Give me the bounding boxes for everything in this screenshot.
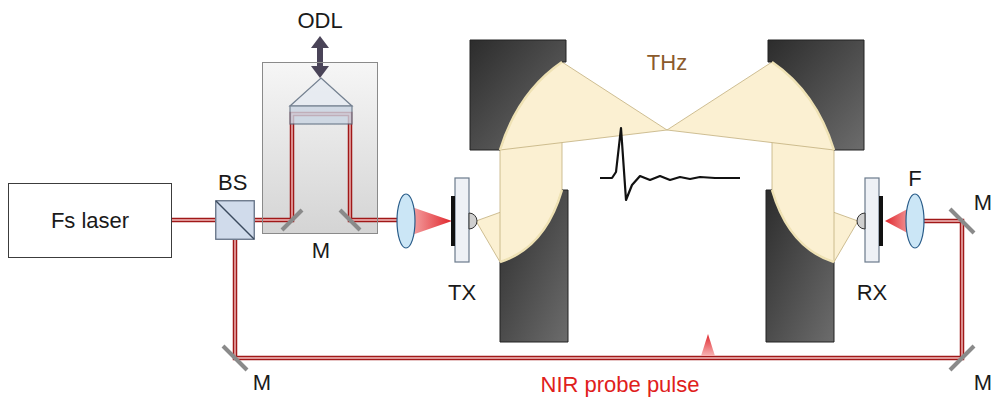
flat-mirror	[950, 209, 974, 233]
mirror-faces	[500, 62, 834, 262]
flat-mirror	[223, 346, 247, 370]
beam-label: NIR probe pulse	[541, 372, 700, 397]
probe-pulse	[701, 334, 715, 356]
arrow-shaft	[317, 46, 323, 68]
thz-waveform	[600, 128, 740, 200]
antenna-substrate	[865, 178, 879, 262]
delay-line-box: ODL	[262, 62, 378, 234]
component-heading: BS	[218, 170, 247, 195]
parabolic-mirror	[500, 190, 568, 342]
laser-beam	[172, 218, 215, 223]
box-text: Fs laser	[51, 208, 129, 233]
laser-beam-core	[172, 219, 215, 220]
prism-base	[290, 106, 352, 124]
cube-body	[216, 201, 255, 240]
parabolic-mirror	[768, 40, 864, 150]
antenna-substrate	[455, 178, 469, 262]
mirror-face	[500, 62, 562, 150]
laser-box: Fs laser	[8, 183, 172, 258]
parabolic-mirror	[470, 40, 566, 150]
silicon-lens	[469, 213, 477, 229]
pump-beam	[255, 114, 398, 220]
flat-mirror	[950, 346, 974, 370]
pump-beam-core	[255, 114, 398, 220]
mirror-face	[500, 190, 562, 262]
retroreflector	[290, 78, 352, 124]
delay-stage-fill	[262, 62, 378, 234]
lens	[906, 194, 924, 248]
silicon-lens	[857, 213, 865, 229]
emitter-antenna	[451, 178, 477, 262]
component-heading: ODL	[297, 8, 342, 33]
component-label: M	[974, 190, 992, 215]
component-label: M	[253, 370, 271, 395]
beam-label: THz	[647, 50, 687, 75]
arrow-head	[311, 66, 329, 78]
cube-diagonal	[216, 201, 254, 239]
flat-mirror	[282, 210, 302, 230]
beam-splitter: BS	[215, 200, 255, 240]
delay-double-arrow	[311, 36, 329, 78]
component-label: F	[908, 166, 921, 191]
component-label: M	[312, 238, 330, 263]
antenna-electrode	[879, 196, 883, 246]
probe-beam	[235, 221, 962, 358]
flat-mirror	[340, 210, 360, 230]
lens	[397, 194, 415, 248]
mirror-face	[772, 190, 834, 262]
nir-beams	[235, 114, 962, 358]
prism	[290, 78, 352, 106]
thz-beam	[476, 62, 858, 262]
arrow-head	[311, 36, 329, 48]
component-label: RX	[857, 280, 888, 305]
beam-connector-group	[172, 220, 215, 221]
component-label: TX	[448, 280, 476, 305]
receiver-antenna	[857, 178, 883, 262]
beam-splitter-cube	[215, 200, 255, 240]
parabolic-mirrors	[470, 40, 864, 342]
mirror-face	[772, 62, 834, 150]
parabolic-mirror	[766, 190, 834, 342]
antenna-electrode	[451, 196, 455, 246]
component-label: M	[974, 370, 992, 395]
probe-beam-core	[235, 221, 962, 358]
